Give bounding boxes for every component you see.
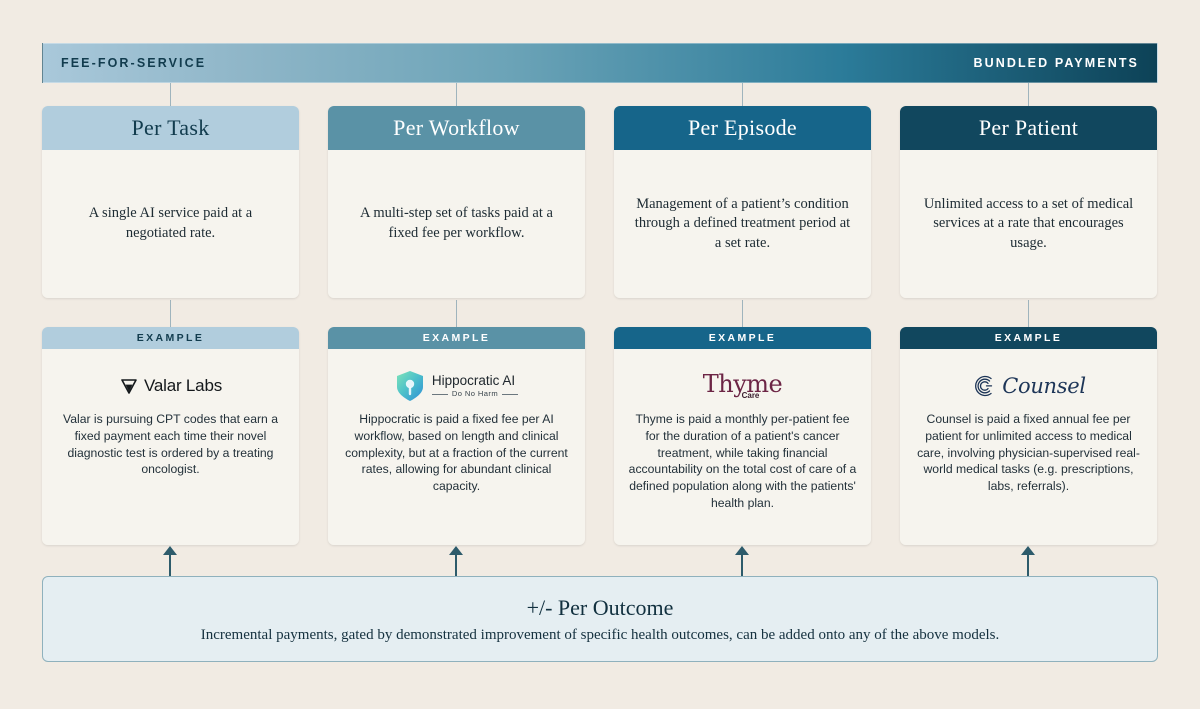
connector-card-2-to-example-2 xyxy=(456,300,457,327)
example-card-body: Counsel Counsel is paid a fixed annual f… xyxy=(900,349,1157,545)
example-card-header: EXAMPLE xyxy=(328,327,585,349)
model-title: Per Task xyxy=(131,115,210,140)
outcome-subtitle: Incremental payments, gated by demonstra… xyxy=(200,626,1000,643)
connector-card-4-to-example-4 xyxy=(1028,300,1029,327)
company-logo-counsel: Counsel xyxy=(971,363,1086,409)
model-card-header: Per Workflow xyxy=(328,106,585,150)
example-card-valar-labs[interactable]: EXAMPLE Valar Labs Valar is pursuing CPT… xyxy=(42,327,299,545)
thyme-wordmark-icon: Thyme Care xyxy=(702,370,783,400)
example-card-header: EXAMPLE xyxy=(900,327,1157,349)
model-card-per-patient[interactable]: Per Patient Unlimited access to a set of… xyxy=(900,106,1157,298)
connector-spectrum-to-card-1 xyxy=(170,83,171,106)
model-description: Management of a patient’s condition thro… xyxy=(614,150,871,298)
example-text: Thyme is paid a monthly per-patient fee … xyxy=(628,412,857,511)
example-card-header: EXAMPLE xyxy=(614,327,871,349)
example-card-hippocratic-ai[interactable]: EXAMPLE xyxy=(328,327,585,545)
example-text: Hippocratic is paid a fixed fee per AI w… xyxy=(345,412,568,494)
arrow-outcome-to-example-1 xyxy=(163,546,177,576)
outcome-title: +/- Per Outcome xyxy=(526,594,674,620)
example-text: Valar is pursuing CPT codes that earn a … xyxy=(63,412,278,477)
tagline-rule-right xyxy=(502,393,519,395)
model-title: Per Workflow xyxy=(393,115,520,140)
company-logo-valar: Valar Labs xyxy=(119,363,222,409)
example-label: EXAMPLE xyxy=(136,332,205,344)
company-logo-hippocratic: Hippocratic AI Do No Harm xyxy=(395,363,519,409)
connector-spectrum-to-card-4 xyxy=(1028,83,1029,106)
model-description: Unlimited access to a set of medical ser… xyxy=(900,150,1157,298)
company-name-sub: Care xyxy=(741,391,760,400)
company-name: Hippocratic AI xyxy=(431,372,516,388)
arrow-shaft xyxy=(455,552,457,576)
counsel-fingerprint-icon xyxy=(975,375,993,397)
model-card-per-task[interactable]: Per Task A single AI service paid at a n… xyxy=(42,106,299,298)
company-tagline: Do No Harm xyxy=(451,389,499,399)
model-card-header: Per Patient xyxy=(900,106,1157,150)
model-description: A single AI service paid at a negotiated… xyxy=(42,150,299,298)
connector-spectrum-to-card-3 xyxy=(742,83,743,106)
model-description: A multi-step set of tasks paid at a fixe… xyxy=(328,150,585,298)
model-card-per-workflow[interactable]: Per Workflow A multi-step set of tasks p… xyxy=(328,106,585,298)
spectrum-right-label: BUNDLED PAYMENTS xyxy=(973,56,1139,70)
tagline-rule-left xyxy=(431,393,448,395)
arrow-head-icon xyxy=(163,546,177,555)
example-label: EXAMPLE xyxy=(994,332,1063,344)
example-card-thyme-care[interactable]: EXAMPLE Thyme Care Thyme is paid a month… xyxy=(614,327,871,545)
hippocratic-shield-icon xyxy=(396,371,423,401)
model-title: Per Patient xyxy=(978,115,1079,140)
example-label: EXAMPLE xyxy=(708,332,777,344)
arrow-shaft xyxy=(1027,552,1029,576)
model-card-per-episode[interactable]: Per Episode Management of a patient’s co… xyxy=(614,106,871,298)
payment-spectrum-bar: FEE-FOR-SERVICE BUNDLED PAYMENTS xyxy=(42,43,1158,83)
company-name: Valar Labs xyxy=(143,376,222,395)
example-card-header: EXAMPLE xyxy=(42,327,299,349)
arrow-outcome-to-example-3 xyxy=(735,546,749,576)
model-title: Per Episode xyxy=(687,115,797,140)
connector-card-3-to-example-3 xyxy=(742,300,743,327)
connector-spectrum-to-card-2 xyxy=(456,83,457,106)
connector-card-1-to-example-1 xyxy=(170,300,171,327)
per-outcome-banner[interactable]: +/- Per Outcome Incremental payments, ga… xyxy=(42,576,1158,662)
example-label: EXAMPLE xyxy=(422,332,491,344)
valar-triangle-icon xyxy=(121,379,137,394)
example-card-body: Valar Labs Valar is pursuing CPT codes t… xyxy=(42,349,299,545)
arrow-outcome-to-example-4 xyxy=(1021,546,1035,576)
company-name: Thyme xyxy=(702,370,783,398)
model-card-header: Per Task xyxy=(42,106,299,150)
arrow-shaft xyxy=(169,552,171,576)
company-name: Counsel xyxy=(1002,374,1086,398)
example-card-counsel[interactable]: EXAMPLE Counsel Counsel is paid a xyxy=(900,327,1157,545)
arrow-head-icon xyxy=(735,546,749,555)
company-tagline-row: Do No Harm xyxy=(431,389,519,399)
example-card-body: Thyme Care Thyme is paid a monthly per-p… xyxy=(614,349,871,545)
example-card-body: Hippocratic AI Do No Harm Hippocratic is… xyxy=(328,349,585,545)
company-logo-thyme: Thyme Care xyxy=(702,363,783,409)
arrow-head-icon xyxy=(1021,546,1035,555)
model-card-header: Per Episode xyxy=(614,106,871,150)
arrow-shaft xyxy=(741,552,743,576)
example-text: Counsel is paid a fixed annual fee per p… xyxy=(917,412,1140,494)
arrow-head-icon xyxy=(449,546,463,555)
arrow-outcome-to-example-2 xyxy=(449,546,463,576)
spectrum-left-label: FEE-FOR-SERVICE xyxy=(61,56,207,70)
